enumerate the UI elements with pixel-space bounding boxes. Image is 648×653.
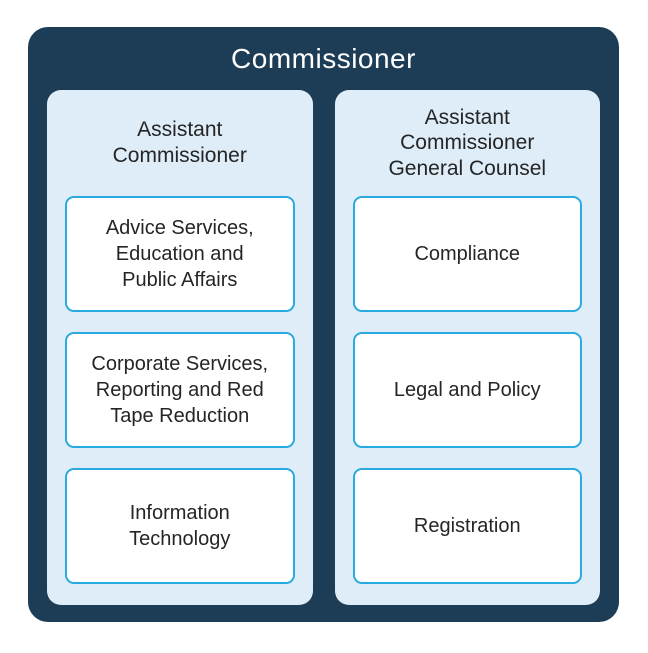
org-chart-container: Commissioner Assistant Commissioner Advi… <box>28 27 619 622</box>
chart-title: Commissioner <box>231 42 416 74</box>
org-box-compliance: Compliance <box>352 196 582 312</box>
org-box-information-technology: Information Technology <box>65 468 295 584</box>
box-list: Advice Services, Education and Public Af… <box>47 196 313 584</box>
org-box-legal-and-policy: Legal and Policy <box>352 332 582 448</box>
org-box-registration: Registration <box>352 468 582 584</box>
column-assistant-commissioner: Assistant Commissioner Advice Services, … <box>47 90 313 605</box>
column-heading-assistant-commissioner: Assistant Commissioner <box>112 118 247 167</box>
columns-row: Assistant Commissioner Advice Services, … <box>28 90 619 605</box>
box-list: Compliance Legal and Policy Registration <box>335 196 601 584</box>
org-box-advice-services: Advice Services, Education and Public Af… <box>65 196 295 312</box>
column-heading-general-counsel: Assistant Commissioner General Counsel <box>388 105 547 180</box>
column-assistant-commissioner-general-counsel: Assistant Commissioner General Counsel C… <box>334 90 601 605</box>
org-box-corporate-services: Corporate Services, Reporting and Red Ta… <box>65 332 295 448</box>
